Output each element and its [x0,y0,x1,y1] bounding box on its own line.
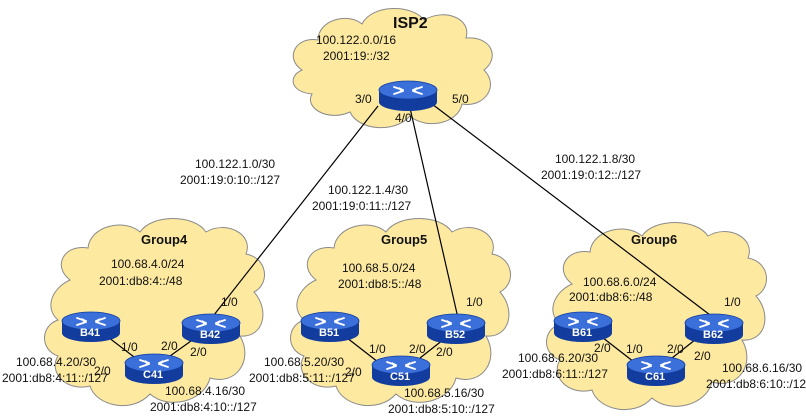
group5-c51-b51-if: 2/0 [345,365,362,379]
group4-left-v4: 100.68.4.20/30 [16,355,96,369]
group6-b62-c61-if: 2/0 [694,349,711,363]
router-label-c51: C51 [390,371,410,383]
router-label-b41: B41 [80,327,100,339]
group5-b52-c51-if: 2/0 [436,345,453,359]
group6-prefix-v6: 2001:db8:6::/48 [569,290,653,304]
group5-cloud-icon [290,218,511,407]
router-label-b42: B42 [200,329,220,341]
group5-c51-b52-if: 2/0 [409,342,426,356]
isp-interface-right: 5/0 [452,92,469,106]
isp-interface-middle: 4/0 [395,111,412,125]
isp-interface-left: 3/0 [355,92,372,106]
router-label-b51: B51 [319,327,339,339]
group5-right-v6: 2001:db8:5:10::/127 [388,402,495,416]
group4-c41-b42-if: 2/0 [161,339,178,353]
isp-title: ISP2 [393,15,428,32]
group4-cloud-icon [44,218,265,407]
router-label-b62: B62 [703,329,723,341]
link-group6-v4: 100.122.1.8/30 [555,152,635,166]
group5-prefix-v4: 100.68.5.0/24 [342,261,416,275]
group5-b51-c51-if: 1/0 [369,342,386,356]
link-group4-v6: 2001:19:0:10::/127 [180,173,280,187]
group6-b61-c61-if: 1/0 [626,342,643,356]
isp2-router-icon[interactable] [378,80,438,112]
group4-title: Group4 [141,232,188,247]
router-label-c61: C61 [645,371,665,383]
group6-left-v6: 2001:db8:6:11::/127 [502,367,608,381]
link-isp-group4 [209,105,379,321]
group5-prefix-v6: 2001:db8:5::/48 [338,277,422,291]
group4-prefix-v6: 2001:db8:4::/48 [99,274,183,288]
group6-c61-b62-if: 2/0 [667,342,684,356]
router-label-c41: C41 [143,369,163,381]
group5-right-v4: 100.68.5.16/30 [404,386,484,400]
isp-prefix-v4: 100.122.0.0/16 [316,33,396,47]
link-isp-group6 [431,103,715,319]
group6-cloud-icon [546,222,767,411]
group6-prefix-v4: 100.68.6.0/24 [583,275,657,289]
group5-b52-uplink-if: 1/0 [466,295,483,309]
group6-c61-b61-if: 2/0 [594,341,611,355]
link-group5-v4: 100.122.1.4/30 [328,183,408,197]
isp-prefix-v6: 2001:19::/32 [323,49,390,63]
link-isp-group5 [409,107,459,319]
group4-prefix-v4: 100.68.4.0/24 [111,257,185,271]
group6-right-v6: 2001:db8:6:10::/127 [706,377,806,391]
group6-right-v4: 100.68.6.16/30 [722,361,802,375]
group5-left-v4: 100.68.5.20/30 [264,355,344,369]
group6-title: Group6 [631,232,677,247]
group4-b42-c41-if: 2/0 [190,345,207,359]
link-group4-v4: 100.122.1.0/30 [195,157,275,171]
group5-left-v6: 2001:db8:5:11::/127 [249,371,355,385]
link-group5-v6: 2001:19:0:11::/127 [312,199,412,213]
isp-cloud-icon [292,8,493,129]
link-group6-v6: 2001:19:0:12::/127 [541,168,641,182]
group6-left-v4: 100.68.6.20/30 [518,351,598,365]
group6-b62-uplink-if: 1/0 [724,295,741,309]
group4-right-v4: 100.68.4.16/30 [165,384,245,398]
router-label-b61: B61 [572,327,592,339]
group4-b42-uplink-if: 1/0 [221,295,238,309]
group4-c41-b41-if: 2/0 [94,364,111,378]
router-label-b52: B52 [445,329,465,341]
group4-right-v6: 2001:db8:4:10::/127 [150,400,257,414]
group4-b41-c41-if: 1/0 [121,340,138,354]
group4-left-v6: 2001:db8:4:11::/127 [2,371,108,385]
group5-title: Group5 [381,232,427,247]
